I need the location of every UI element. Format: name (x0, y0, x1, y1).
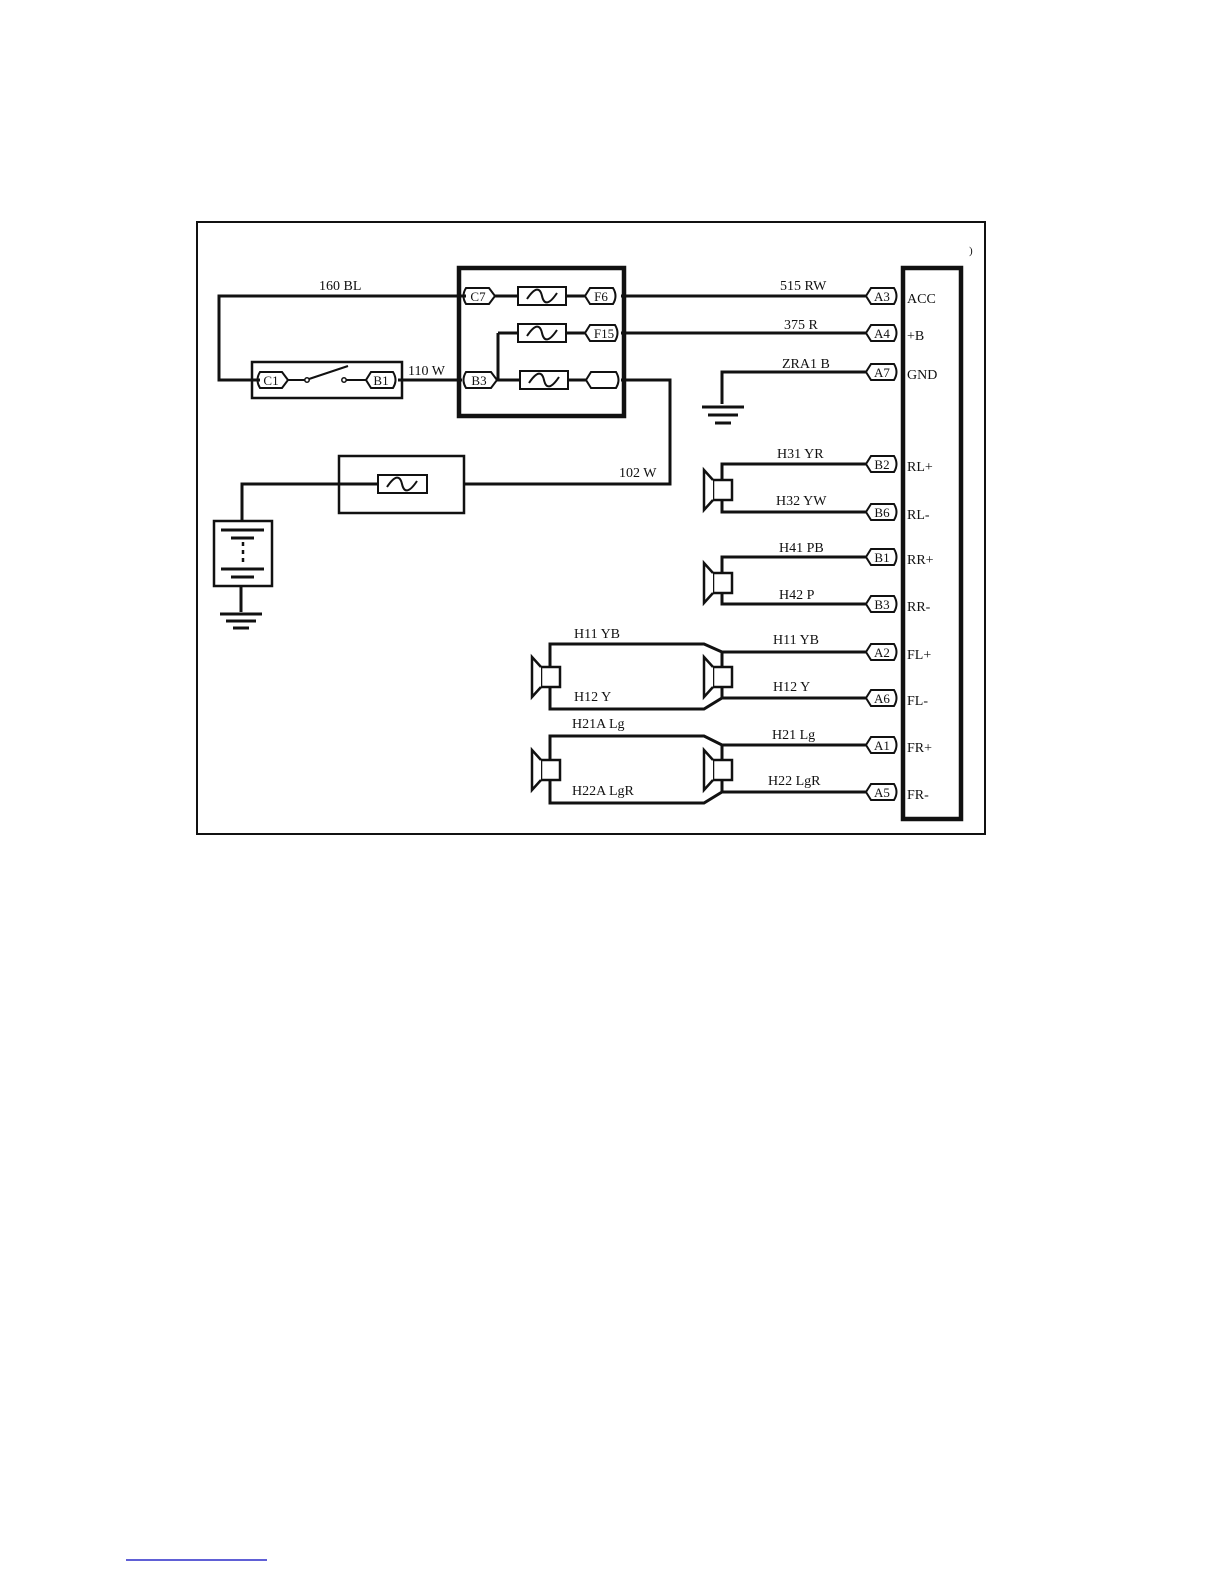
switch-pin-b1: B1 (366, 372, 396, 388)
wire-label-h11: H11 YB (773, 633, 819, 648)
wire-label-h12: H12 Y (773, 680, 810, 695)
svg-text:C7: C7 (470, 289, 486, 304)
svg-text:F6: F6 (594, 289, 608, 304)
radio-terminal-label: +B (907, 329, 924, 344)
radio-terminal-label: FL- (907, 694, 928, 709)
wire-battery-positive (242, 484, 378, 521)
wire-h41-pb (722, 557, 867, 573)
radio-pin-fl-: A6 FL- (866, 690, 928, 709)
wire-label-110: 110 W (408, 364, 446, 379)
fuse-pin-c7: C7 (464, 288, 496, 304)
radio-pin-label: A2 (874, 645, 890, 660)
radio-pin-label: B6 (874, 505, 890, 520)
wire-label-h41: H41 PB (779, 541, 824, 556)
wire-label-zra1: ZRA1 B (782, 357, 830, 372)
radio-terminal-label: RR+ (907, 553, 934, 568)
wire-label-h21: H21 Lg (772, 728, 815, 743)
radio-terminal-label: RR- (907, 600, 931, 615)
fuse-pin-f6: F6 (585, 288, 616, 304)
svg-text:B1: B1 (373, 373, 388, 388)
radio-pin-rl-: B6 RL- (866, 504, 930, 523)
wire-label-h22a: H22A LgR (572, 784, 635, 799)
wire-label-h11-tweeter: H11 YB (574, 627, 620, 642)
wire-label-h31: H31 YR (777, 447, 824, 462)
speaker-front-right-tweeter-icon (532, 750, 560, 790)
radio-pin-rr-: B3 RR- (866, 596, 931, 615)
radio-terminal-label: RL- (907, 508, 930, 523)
stray-mark: ) (969, 245, 973, 257)
fuse-acc (493, 287, 588, 305)
wire-label-h12-tweeter: H12 Y (574, 690, 611, 705)
radio-pin-label: A5 (874, 785, 890, 800)
switch-pin-c1: C1 (258, 372, 289, 388)
radio-terminal-label: FR+ (907, 741, 932, 756)
speaker-front-right-icon (704, 750, 732, 790)
wire-label-h21a: H21A Lg (572, 717, 625, 732)
radio-terminal-label: GND (907, 368, 937, 383)
radio-pin-label: B1 (874, 550, 889, 565)
radio-pin-label: A6 (874, 691, 890, 706)
wire-zra1-b (722, 372, 867, 404)
fuse-pin-blank (586, 372, 619, 388)
battery-cells (221, 530, 264, 577)
radio-pin-label: A1 (874, 738, 890, 753)
svg-text:B3: B3 (471, 373, 486, 388)
radio-pin-label: B3 (874, 597, 889, 612)
speaker-front-left-tweeter-icon (532, 657, 560, 697)
fuse-pin-f15: F15 (585, 325, 618, 341)
fuse-pin-b3: B3 (464, 372, 498, 388)
battery-ground-icon (220, 586, 262, 628)
radio-terminal-label: FR- (907, 788, 929, 803)
radio-terminal-label: RL+ (907, 460, 933, 475)
radio-pin-fl-: A2 FL+ (866, 644, 931, 663)
switch-contact (288, 366, 366, 382)
wire-label-h42: H42 P (779, 588, 815, 603)
wire-label-375: 375 R (784, 318, 819, 333)
radio-pin-fr-: A1 FR+ (866, 737, 932, 756)
wire-label-h32: H32 YW (776, 494, 827, 509)
radio-pin-fr-: A5 FR- (866, 784, 929, 803)
main-fuse (378, 475, 427, 493)
wire-label-h22: H22 LgR (768, 774, 821, 789)
radio-terminal-label: ACC (907, 292, 936, 307)
speaker-front-left-icon (704, 657, 732, 697)
wire-label-102: 102 W (619, 466, 657, 481)
radio-terminal-label: FL+ (907, 648, 931, 663)
radio-unit (903, 268, 961, 819)
radio-pin-label: A7 (874, 365, 890, 380)
speaker-rear-left-icon (704, 470, 732, 510)
radio-pin-rr-: B1 RR+ (866, 549, 934, 568)
wire-label-515: 515 RW (780, 279, 827, 294)
speaker-rear-right-icon (704, 563, 732, 603)
fuse-main (497, 371, 588, 389)
radio-pin-label: A3 (874, 289, 890, 304)
radio-pin-label: B2 (874, 457, 889, 472)
radio-pin--b: A4 +B (866, 325, 924, 344)
wire-h31-yr (722, 464, 867, 480)
radio-ground-icon (702, 407, 744, 423)
svg-text:C1: C1 (263, 373, 278, 388)
wire-label-160: 160 BL (319, 279, 361, 294)
radio-pin-rl-: B2 RL+ (866, 456, 933, 475)
radio-pin-label: A4 (874, 326, 890, 341)
svg-text:F15: F15 (594, 326, 614, 341)
